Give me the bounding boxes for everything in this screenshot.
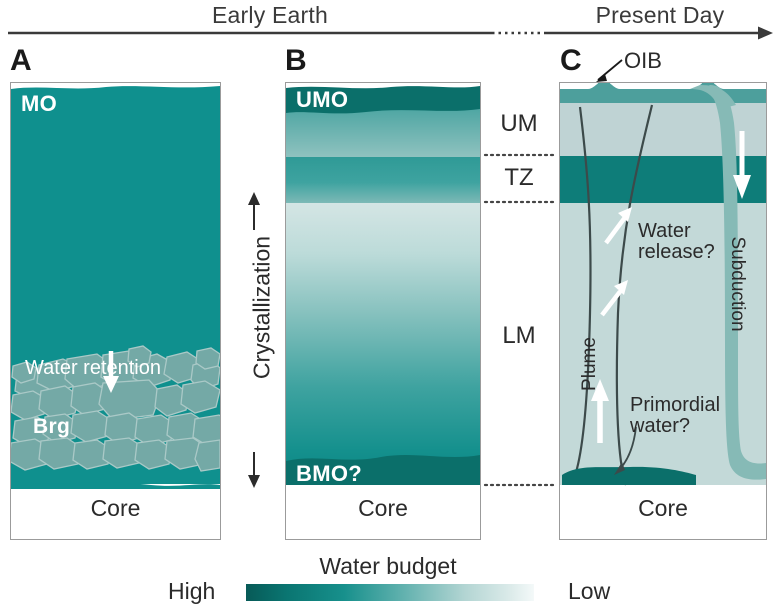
panel-a-label-mo: MO bbox=[21, 91, 58, 116]
panel-b: UMO BMO? Core bbox=[285, 82, 481, 540]
panel-b-label-bmo: BMO? bbox=[296, 461, 362, 486]
panel-c-label-water-release: Water release? bbox=[638, 221, 715, 263]
panel-a: MO Water retention Brg Core bbox=[10, 82, 221, 540]
water-release-line-2: release? bbox=[638, 241, 715, 263]
layer-label-um: UM bbox=[500, 110, 538, 137]
subduction-arrow bbox=[733, 131, 751, 199]
crystallization-arrows bbox=[248, 192, 260, 488]
panel-c-label-plume-text: Plume bbox=[579, 337, 600, 391]
layer-label-tz: TZ bbox=[504, 164, 534, 191]
layer-boundary-lines bbox=[483, 153, 557, 487]
crystallization-axis: Crystallization bbox=[228, 190, 280, 490]
legend-colorbar bbox=[246, 584, 534, 601]
timeline-arrow bbox=[8, 26, 773, 40]
panel-b-label-umo: UMO bbox=[296, 87, 349, 112]
panel-c-label-subduction: Subduction bbox=[725, 193, 749, 373]
panel-a-label-brg: Brg bbox=[33, 415, 71, 438]
panel-letter-c: C bbox=[560, 44, 582, 77]
panel-b-graphic bbox=[286, 83, 480, 539]
primordial-water-line-1: Primordial bbox=[630, 394, 721, 416]
panel-letter-a: A bbox=[10, 44, 32, 77]
panel-c-graphic bbox=[560, 83, 766, 539]
panel-a-label-water-retention: Water retention bbox=[25, 357, 161, 379]
timeline-label-early: Early Earth bbox=[212, 2, 328, 28]
panel-a-graphic bbox=[11, 83, 220, 539]
water-release-line-1: Water bbox=[638, 220, 691, 242]
water-retention-arrow bbox=[103, 351, 119, 393]
plume-rising-arrow bbox=[591, 379, 609, 443]
water-release-arrow-upper bbox=[604, 207, 632, 245]
panel-letter-b: B bbox=[285, 44, 307, 77]
panel-c-label-plume: Plume bbox=[578, 313, 602, 413]
panel-c: Subduction Plume Water release? Primordi… bbox=[559, 82, 767, 540]
panel-a-core-label: Core bbox=[90, 495, 141, 521]
panel-c-label-oib: OIB bbox=[624, 48, 662, 73]
layer-label-lm: LM bbox=[502, 322, 536, 349]
legend-high-label: High bbox=[168, 578, 216, 604]
crystallization-label: Crystallization bbox=[248, 235, 275, 380]
legend-title: Water budget bbox=[319, 553, 457, 579]
layer-label-column: UM TZ LM bbox=[483, 82, 557, 540]
water-release-arrow-lower bbox=[600, 280, 628, 317]
panel-c-oib-callout bbox=[596, 50, 706, 84]
primordial-water-line-2: water? bbox=[630, 415, 691, 437]
timeline-label-present: Present Day bbox=[595, 2, 725, 28]
panel-b-core-label: Core bbox=[358, 495, 408, 521]
legend-low-label: Low bbox=[568, 578, 611, 604]
panel-c-core-label: Core bbox=[638, 495, 688, 521]
panel-c-label-subduction-text: Subduction bbox=[727, 236, 748, 332]
panel-c-label-primordial-water: Primordial water? bbox=[630, 395, 720, 437]
oib-leader-line bbox=[596, 59, 623, 82]
